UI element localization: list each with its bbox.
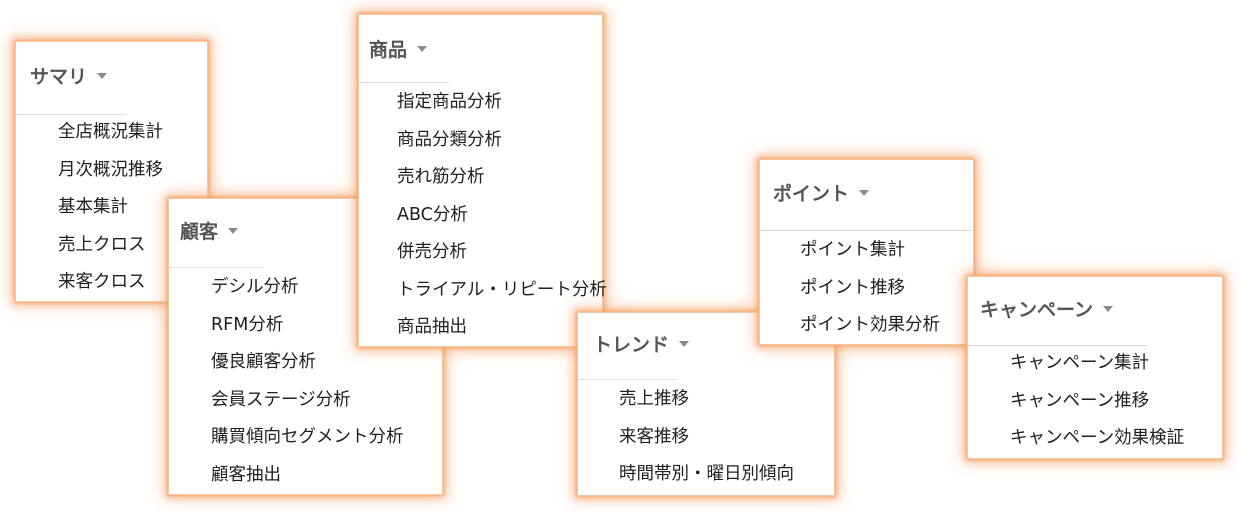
menu-item[interactable]: 顧客抽出 — [211, 464, 281, 485]
menu-trend-header[interactable]: トレンド — [593, 330, 834, 357]
menu-item[interactable]: トライアル・リピート分析 — [397, 279, 607, 300]
menu-summary-title: サマリ — [30, 66, 88, 88]
menu-item[interactable]: ポイント集計 — [800, 240, 905, 260]
menu-item[interactable]: キャンペーン推移 — [1010, 390, 1150, 411]
caret-down-icon — [417, 45, 428, 52]
menu-customer: 顧客 デシル分析 RFM分析 優良顧客分析 会員ステージ分析 購買傾向セグメント… — [169, 199, 442, 494]
menu-summary-items: 全店概況集計 月次概況推移 基本集計 売上クロス 来客クロス — [58, 114, 163, 302]
menu-campaign-items: キャンペーン集計 キャンペーン推移 キャンペーン効果検証 — [1010, 345, 1184, 458]
menu-customer-header[interactable]: 顧客 — [180, 217, 442, 244]
menu-item[interactable]: 時間帯別・曜日別傾向 — [619, 464, 794, 484]
menu-divider — [169, 267, 263, 268]
menu-item[interactable]: キャンペーン効果検証 — [1010, 428, 1185, 448]
menu-item[interactable]: ABC分析 — [397, 204, 468, 225]
menu-trend-items: 売上推移 来客推移 時間帯別・曜日別傾向 — [619, 381, 794, 494]
menu-divider — [968, 345, 1148, 346]
menu-item[interactable]: ポイント効果分析 — [800, 315, 940, 335]
caret-down-icon — [859, 189, 870, 196]
menu-item[interactable]: キャンペーン集計 — [1010, 353, 1150, 373]
menu-item[interactable]: 商品分類分析 — [397, 129, 502, 150]
menu-product: 商品 指定商品分析 商品分類分析 売れ筋分析 ABC分析 併売分析 トライアル・… — [359, 15, 607, 346]
menu-customer-items: デシル分析 RFM分析 優良顧客分析 会員ステージ分析 購買傾向セグメント分析 … — [211, 269, 404, 494]
menu-campaign-header[interactable]: キャンペーン — [980, 295, 1222, 322]
menu-point: ポイント ポイント集計 ポイント推移 ポイント効果分析 — [760, 160, 973, 344]
caret-down-icon — [1103, 305, 1114, 312]
menu-point-title: ポイント — [773, 183, 850, 205]
menu-item[interactable]: デシル分析 — [211, 277, 299, 297]
menu-item[interactable]: 売れ筋分析 — [397, 167, 485, 187]
menu-item[interactable]: 月次概況推移 — [58, 159, 163, 180]
menu-item[interactable]: 全店概況集計 — [58, 122, 163, 142]
menu-item[interactable]: RFM分析 — [211, 314, 284, 335]
menu-summary: サマリ 全店概況集計 月次概況推移 基本集計 売上クロス 来客クロス — [16, 42, 207, 301]
menu-product-header[interactable]: 商品 — [369, 35, 602, 62]
menu-item[interactable]: 優良顧客分析 — [211, 352, 316, 372]
menu-summary-header[interactable]: サマリ — [30, 62, 207, 89]
menu-trend-title: トレンド — [593, 334, 670, 356]
menu-item[interactable]: 指定商品分析 — [397, 92, 502, 112]
caret-down-icon — [228, 227, 239, 234]
menu-item[interactable]: 来客推移 — [619, 426, 689, 447]
menu-point-items: ポイント集計 ポイント推移 ポイント効果分析 — [800, 232, 940, 345]
menu-item[interactable]: ポイント推移 — [800, 277, 905, 298]
caret-down-icon — [679, 340, 690, 347]
menu-item[interactable]: 来客クロス — [58, 272, 146, 292]
menu-divider — [359, 82, 449, 83]
menu-point-header[interactable]: ポイント — [773, 179, 973, 206]
menu-product-title: 商品 — [369, 39, 408, 61]
caret-down-icon — [97, 72, 108, 79]
menu-campaign-title: キャンペーン — [980, 299, 1094, 321]
menu-divider — [16, 114, 126, 115]
menu-divider — [578, 379, 676, 380]
menu-item[interactable]: 売上推移 — [619, 389, 689, 409]
menu-item[interactable]: 売上クロス — [58, 234, 146, 255]
menu-item[interactable]: 購買傾向セグメント分析 — [211, 427, 404, 447]
menu-product-items: 指定商品分析 商品分類分析 売れ筋分析 ABC分析 併売分析 トライアル・リピー… — [397, 84, 607, 347]
menu-item[interactable]: 商品抽出 — [397, 317, 467, 337]
menu-item[interactable]: 併売分析 — [397, 242, 467, 262]
menu-divider — [760, 230, 973, 231]
menu-campaign: キャンペーン キャンペーン集計 キャンペーン推移 キャンペーン効果検証 — [968, 277, 1222, 458]
menu-item[interactable]: 会員ステージ分析 — [211, 389, 351, 410]
menu-item[interactable]: 基本集計 — [58, 197, 128, 217]
menu-customer-title: 顧客 — [180, 221, 219, 243]
